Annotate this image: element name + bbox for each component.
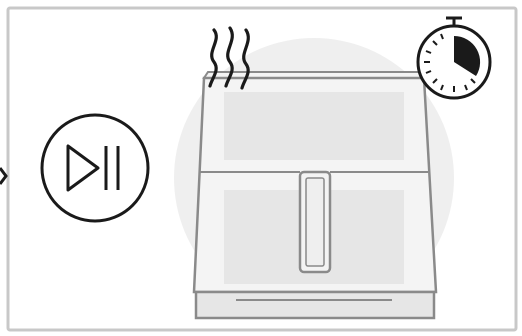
arrow-icon xyxy=(0,168,6,184)
air-fryer-base xyxy=(196,292,434,318)
basket-handle-inner xyxy=(306,178,324,266)
air-fryer xyxy=(194,72,436,318)
play-pause-icon xyxy=(42,115,148,221)
air-fryer-display xyxy=(224,92,404,160)
